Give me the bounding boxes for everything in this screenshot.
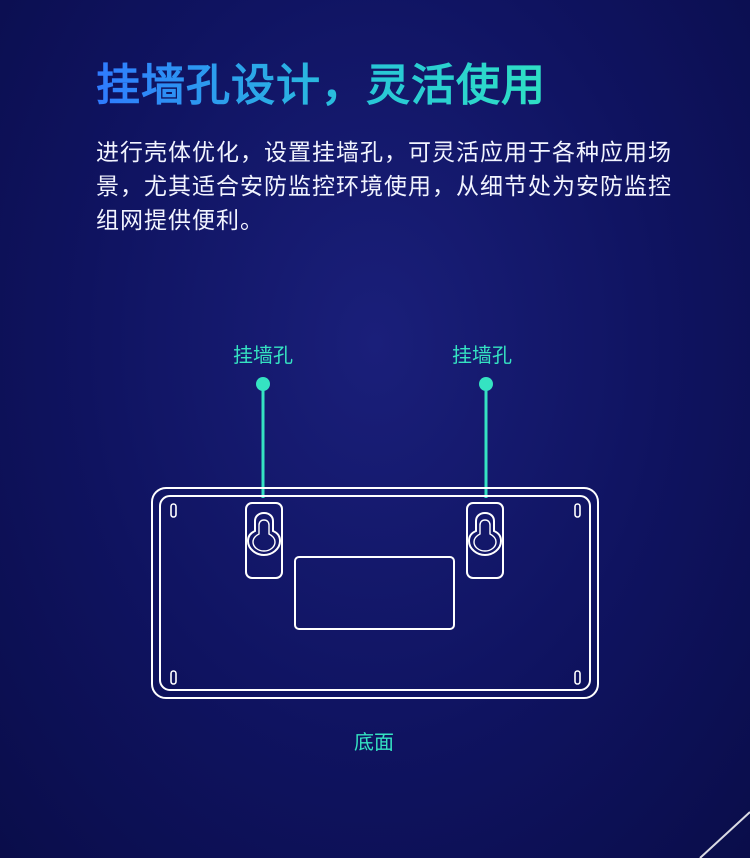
wall-mount-hole-right: [466, 502, 504, 579]
callout-label-right: 挂墙孔: [452, 343, 512, 367]
callout-label-left: 挂墙孔: [233, 343, 293, 367]
device-outer-shell: [151, 487, 599, 699]
bottom-view-label: 底面: [354, 730, 394, 754]
decorative-streak: [699, 811, 750, 858]
corner-slot-bottom-right: [574, 670, 581, 685]
corner-slot-bottom-left: [170, 670, 177, 685]
wall-mount-hole-left: [245, 502, 283, 579]
description-text: 进行壳体优化，设置挂墙孔，可灵活应用于各种应用场景，尤其适合安防监控环境使用，从…: [96, 140, 672, 234]
label-plate: [294, 556, 455, 630]
callout-right: [479, 377, 493, 498]
page-title: 挂墙孔设计，灵活使用: [96, 56, 546, 116]
device-inner-shell: [159, 495, 591, 691]
corner-slot-top-right: [574, 503, 581, 518]
corner-slot-top-left: [170, 503, 177, 518]
callout-left: [256, 377, 270, 498]
